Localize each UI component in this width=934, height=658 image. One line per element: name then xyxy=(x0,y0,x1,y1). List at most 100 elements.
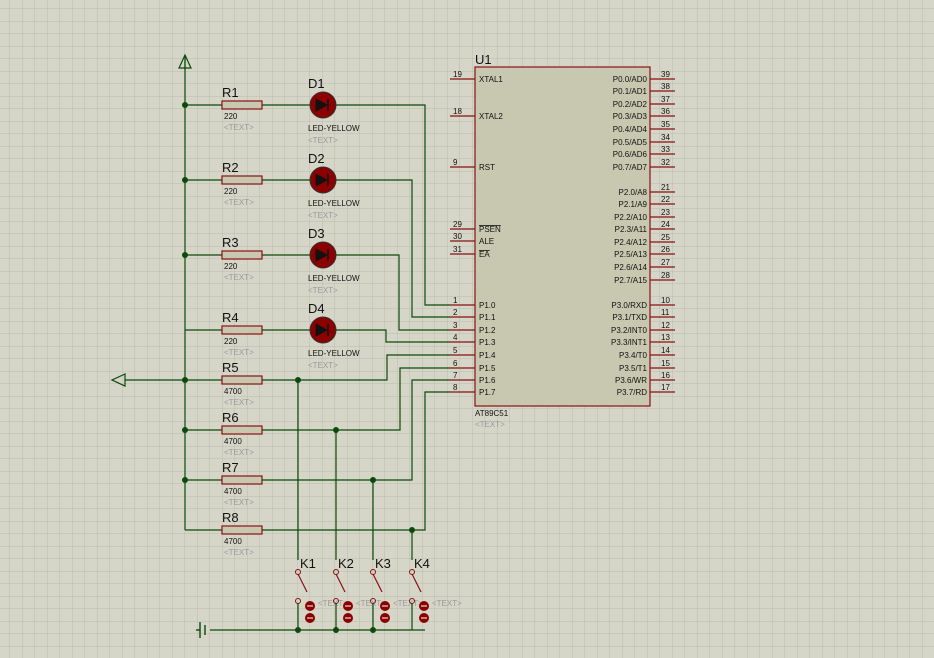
switch-lever-icon[interactable] xyxy=(411,573,422,593)
pin-number: 7 xyxy=(453,371,458,380)
resistor-ref: R2 xyxy=(222,160,239,175)
resistor-body[interactable] xyxy=(221,325,263,335)
resistor-value: 4700 xyxy=(224,437,242,446)
switch-k4[interactable]: K4<TEXT> xyxy=(409,556,463,623)
pin-number: 33 xyxy=(661,145,670,154)
pin-name: P1.4 xyxy=(479,351,496,360)
mcu-pin-p1-0[interactable]: 1P1.0 xyxy=(450,296,496,310)
pin-number: 1 xyxy=(453,296,458,305)
pin-number: 9 xyxy=(453,158,458,167)
mcu-pin-p1-1[interactable]: 2P1.1 xyxy=(450,308,496,322)
pin-name: XTAL2 xyxy=(479,112,503,121)
switch-lever-icon[interactable] xyxy=(335,573,346,593)
mcu-pin-p1-5[interactable]: 6P1.5 xyxy=(450,359,496,373)
power-terminal-icon[interactable] xyxy=(178,53,192,70)
resistor-body[interactable] xyxy=(221,250,263,260)
led-text-placeholder: <TEXT> xyxy=(308,286,338,295)
resistor-body[interactable] xyxy=(221,525,263,535)
pin-number: 22 xyxy=(661,195,670,204)
input-terminal-icon[interactable] xyxy=(110,373,126,387)
mcu-pin-p1-4[interactable]: 5P1.4 xyxy=(450,346,496,360)
resistor-ref: R4 xyxy=(222,310,239,325)
mcu-part: AT89C51 xyxy=(475,409,509,418)
resistor-body[interactable] xyxy=(221,475,263,485)
pin-name: P1.2 xyxy=(479,326,496,335)
pin-number: 12 xyxy=(661,321,670,330)
pin-name: RST xyxy=(479,163,495,172)
resistor-body[interactable] xyxy=(221,100,263,110)
ground-battery-icon[interactable] xyxy=(196,622,206,638)
switch-k3[interactable]: K3<TEXT> xyxy=(370,556,424,623)
switch-k2[interactable]: K2<TEXT> xyxy=(333,556,387,623)
resistor-body[interactable] xyxy=(221,175,263,185)
pin-number: 3 xyxy=(453,321,458,330)
switches: K1<TEXT>K2<TEXT>K3<TEXT>K4<TEXT> xyxy=(295,556,463,623)
switch-lever-icon[interactable] xyxy=(297,573,308,593)
mcu-body[interactable] xyxy=(474,66,651,407)
pin-name: P3.3/INT1 xyxy=(611,338,648,347)
led-type: LED-YELLOW xyxy=(308,199,360,208)
led-text-placeholder: <TEXT> xyxy=(308,361,338,370)
pin-name: P2.6/A14 xyxy=(614,263,647,272)
switch-lever-icon[interactable] xyxy=(372,573,383,593)
mcu-pin-p1-2[interactable]: 3P1.2 xyxy=(450,321,496,335)
pin-name: P3.6/WR xyxy=(615,376,647,385)
pin-name: PSEN xyxy=(479,225,501,234)
resistor-body[interactable] xyxy=(221,375,263,385)
pin-name: P1.3 xyxy=(479,338,496,347)
resistor-text-placeholder: <TEXT> xyxy=(224,198,254,207)
mcu-pin-p1-3[interactable]: 4P1.3 xyxy=(450,333,496,347)
mcu-pin-p1-6[interactable]: 7P1.6 xyxy=(450,371,496,385)
mcu-pin-p1-7[interactable]: 8P1.7 xyxy=(450,383,496,397)
mcu-u1[interactable]: U1 AT89C51 <TEXT> 19XTAL118XTAL29RST29PS… xyxy=(450,52,675,429)
switch-ref: K2 xyxy=(338,556,354,571)
pin-number: 14 xyxy=(661,346,670,355)
switch-text-placeholder: <TEXT> xyxy=(318,599,348,608)
resistor-body[interactable] xyxy=(221,425,263,435)
switch-k1[interactable]: K1<TEXT> xyxy=(295,556,349,623)
